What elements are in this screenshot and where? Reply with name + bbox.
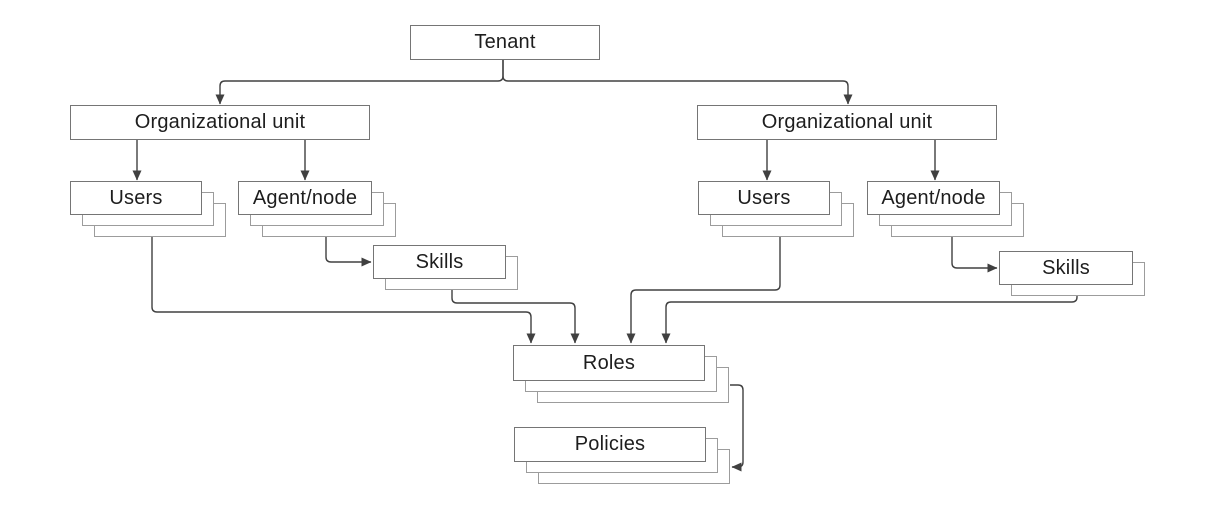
node-policies-label: Policies bbox=[574, 433, 646, 455]
edge-users-right-to-roles bbox=[626, 215, 781, 344]
node-users-left: Users bbox=[70, 181, 226, 237]
node-tenant-label: Tenant bbox=[474, 31, 536, 53]
node-ou-left-label: Organizational unit bbox=[134, 111, 306, 133]
node-ou-right-box: Organizational unit bbox=[697, 105, 997, 140]
node-ou-left-box: Organizational unit bbox=[70, 105, 370, 140]
edge-skills-left-to-roles bbox=[451, 279, 580, 344]
node-skills-left: Skills bbox=[373, 245, 518, 290]
edge-skills-right-to-roles bbox=[661, 285, 1078, 344]
edge-roles-to-policies bbox=[730, 384, 744, 472]
node-users-left-label: Users bbox=[109, 186, 163, 209]
node-skills-left-box: Skills bbox=[373, 245, 506, 279]
edge-agent-right-to-skills-right bbox=[951, 215, 998, 273]
node-ou-right-label: Organizational unit bbox=[761, 111, 933, 133]
node-users-right-box: Users bbox=[698, 181, 830, 215]
node-ou-left: Organizational unit bbox=[70, 105, 370, 140]
node-agent-left-box: Agent/node bbox=[238, 181, 372, 215]
node-agent-left-label: Agent/node bbox=[252, 186, 358, 209]
node-agent-right: Agent/node bbox=[867, 181, 1024, 237]
node-ou-right: Organizational unit bbox=[697, 105, 997, 140]
node-tenant: Tenant bbox=[410, 25, 600, 60]
node-agent-right-box: Agent/node bbox=[867, 181, 1000, 215]
edge-tenant-to-ou-right bbox=[502, 60, 853, 105]
node-users-right: Users bbox=[698, 181, 854, 237]
node-roles-label: Roles bbox=[582, 351, 636, 374]
node-skills-right: Skills bbox=[999, 251, 1145, 296]
node-skills-right-label: Skills bbox=[1042, 256, 1090, 279]
node-tenant-box: Tenant bbox=[410, 25, 600, 60]
node-policies-box: Policies bbox=[514, 427, 706, 462]
node-agent-right-label: Agent/node bbox=[881, 186, 986, 209]
edge-tenant-to-ou-left bbox=[215, 60, 504, 105]
edge-users-left-to-roles bbox=[151, 215, 536, 344]
node-policies: Policies bbox=[514, 427, 730, 484]
node-roles: Roles bbox=[513, 345, 729, 403]
node-users-left-box: Users bbox=[70, 181, 202, 215]
node-skills-left-label: Skills bbox=[415, 250, 464, 273]
edge-agent-left-to-skills-left bbox=[325, 215, 372, 267]
node-skills-right-box: Skills bbox=[999, 251, 1133, 285]
node-roles-box: Roles bbox=[513, 345, 705, 381]
node-agent-left: Agent/node bbox=[238, 181, 396, 237]
node-users-right-label: Users bbox=[737, 186, 791, 209]
